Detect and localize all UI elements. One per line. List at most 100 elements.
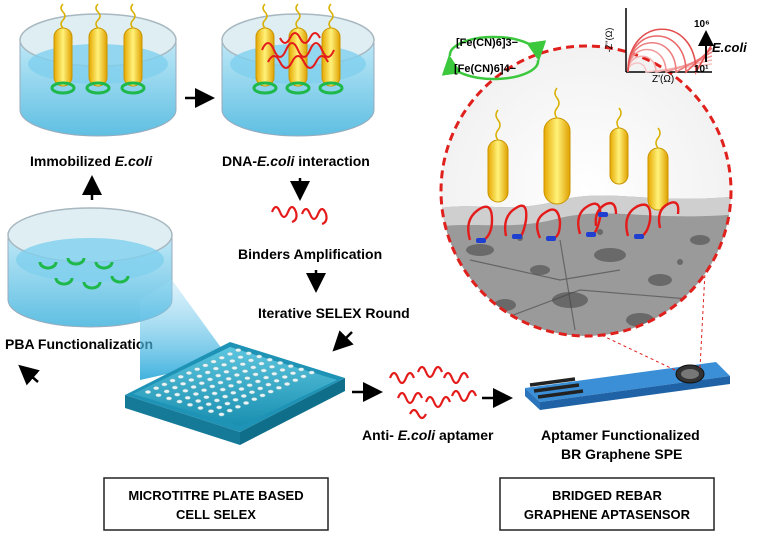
plate-well [236,380,243,384]
plate-well [219,387,226,392]
plate-well [217,380,224,385]
box-aptasensor: BRIDGED REBAR GRAPHENE APTASENSOR [499,477,715,531]
arrow-diag [332,330,354,352]
plate-well [224,401,231,406]
plate-well [195,399,202,403]
aptamer-pool-icon [388,365,478,420]
plate-well [251,397,258,402]
plate-well [192,392,199,396]
plate-well [231,366,238,370]
plate-well [298,367,305,372]
bacterium-icon [487,109,509,203]
redox-cycle: [Fe(CN)6]3− [Fe(CN)6]4− [441,35,547,81]
plate-well [271,371,278,376]
plate-well [180,381,187,386]
redox-reduced: [Fe(CN)6]4− [454,63,516,75]
plate-well [184,395,191,400]
box-microtitre-line1: MICROTITRE PLATE BASED [128,488,303,503]
plate-well [209,384,216,389]
plate-well [221,362,228,367]
plate-well [198,381,205,386]
box-microtitre: MICROTITRE PLATE BASED CELL SELEX [103,477,329,531]
plate-well [245,351,252,356]
plate-well [186,402,194,407]
plate-well [216,405,223,410]
plate-well [250,365,257,370]
plate-well [229,359,236,363]
plate-well [252,372,259,377]
plate-well [226,352,234,356]
bacterium-icon [609,107,629,185]
plate-well [259,393,266,398]
plate-well [210,359,217,364]
plate-well [169,378,176,383]
plate-well [188,378,195,382]
plate-well [201,388,208,393]
plate-well [248,390,256,395]
plate-well [243,401,250,405]
plate-well [292,378,299,383]
nyquist-x-label: Z'(Ω) [652,74,674,85]
plate-well [237,355,244,360]
plate-well [300,374,307,379]
plate-well [196,374,203,379]
linker-icon [476,212,644,243]
plate-well [230,390,237,395]
arrow-diag [18,364,40,386]
plate-well [238,387,245,391]
plate-well [258,361,265,366]
dish-dna-interaction [221,3,375,137]
plate-well [233,373,240,377]
plate-well [257,386,264,391]
label-binders-amplification: Binders Amplification [238,246,382,262]
plate-well [273,378,280,383]
label-dna-interaction: DNA-E.coli interaction [222,153,370,169]
surface-aptamer-icon [467,201,680,241]
label-pba: PBA Functionalization [5,336,153,352]
nyquist-high: 10⁶ [694,19,710,30]
label-spe-1: Aptamer Functionalized [541,427,700,443]
plate-well [246,383,253,388]
plate-well [232,397,239,402]
plate-well [256,354,263,359]
plate-well [268,364,276,369]
plate-well [284,382,291,386]
box-microtitre-line2: CELL SELEX [176,507,256,522]
label-anti-aptamer: Anti- E.coli aptamer [362,427,494,443]
plate-well [185,371,193,375]
nyquist-plot: -Z''(Ω) Z'(Ω) 10⁶ 10¹ E.coli [604,8,747,85]
label-spe-2: BR Graphene SPE [561,446,682,462]
plate-well [289,371,297,376]
plate-well [161,382,168,387]
plate-well [204,370,211,375]
zoom-surface [439,44,733,338]
microtitre-plate [125,342,345,445]
pba-linker-icon [38,257,130,290]
plate-well [153,386,160,391]
label-iterative-selex: Iterative SELEX Round [258,305,410,321]
plate-well [174,392,181,397]
nyquist-y-label: -Z''(Ω) [604,28,614,53]
box-aptasensor-line1: BRIDGED REBAR [552,488,662,503]
plate-well [265,382,272,387]
plate-well [213,398,220,403]
plate-well [176,399,183,404]
bacterium-icon [85,3,111,95]
graphene-spe [525,362,730,410]
dish-pba [7,207,173,328]
plate-well [225,376,232,381]
plate-well [227,383,235,388]
plate-well [215,373,222,378]
dish-immobilized [19,3,177,137]
redox-oxidized: [Fe(CN)6]3− [456,37,518,49]
plate-well [165,396,173,401]
plate-well [206,377,214,382]
plate-well [263,375,270,380]
plate-well [267,389,274,394]
plate-well [194,367,201,372]
bacterium-icon [543,87,571,205]
plate-well [244,376,251,381]
plate-well [202,363,209,368]
plate-well [203,395,210,400]
